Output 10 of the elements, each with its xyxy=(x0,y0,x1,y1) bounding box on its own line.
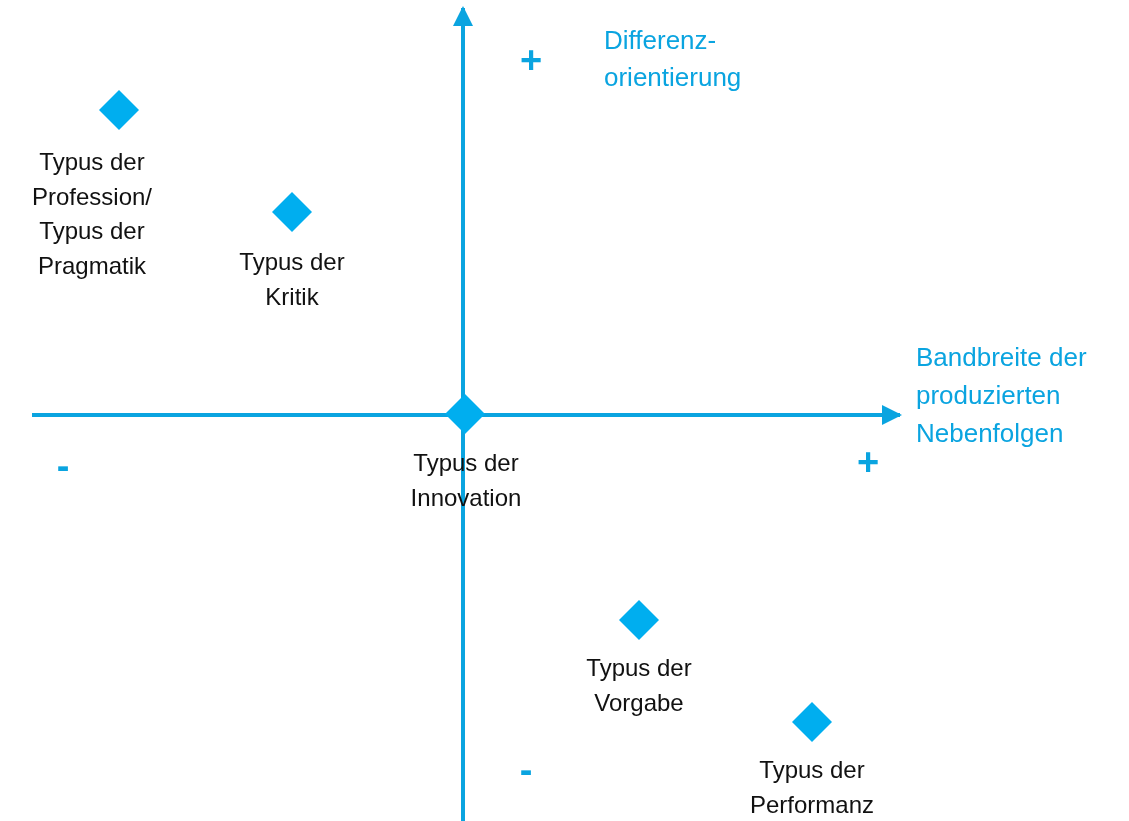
type-label: Typus der Kritik xyxy=(238,247,346,312)
minus-sign: - xyxy=(518,752,534,789)
axis-label: Differenz- orientierung xyxy=(604,24,743,94)
type-label: Typus der Performanz xyxy=(748,755,875,820)
type-label: Typus der Profession/ Typus der Pragmatik xyxy=(30,147,154,281)
type-label: Typus der Vorgabe xyxy=(585,653,693,718)
axis-label: Bandbreite der produzierten Nebenfolgen xyxy=(916,341,1088,450)
plus-sign: + xyxy=(855,444,881,481)
minus-sign: - xyxy=(55,448,71,485)
plus-sign: + xyxy=(518,42,544,79)
